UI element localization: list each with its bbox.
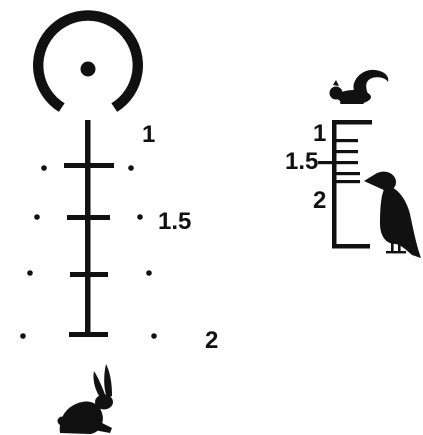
rangefinder-tick (318, 161, 358, 164)
squirrel-icon (330, 70, 389, 104)
windage-dot (128, 165, 134, 171)
reticle-label-1-5: 1.5 (158, 208, 191, 235)
rangefinder-label-1-5: 1.5 (285, 148, 318, 175)
hash-mark-1 (64, 163, 114, 168)
reticle: 1 1.5 2 (20, 10, 218, 354)
rangefinder: 1 1.5 2 (285, 120, 372, 249)
rangefinder-label-1: 1 (313, 120, 326, 147)
rangefinder-bottom-bracket (332, 244, 370, 249)
crow-icon (364, 172, 421, 258)
windage-dot (41, 165, 47, 171)
rangefinder-tick (332, 172, 360, 175)
rangefinder-tick (332, 180, 360, 183)
windage-dot (27, 270, 33, 276)
reticle-label-1: 1 (142, 121, 155, 148)
rangefinder-tick (332, 150, 358, 153)
rabbit-icon (58, 364, 114, 434)
windage-dot (20, 333, 26, 339)
windage-dot (151, 333, 157, 339)
windage-dot (146, 270, 152, 276)
horseshoe-ring (33, 10, 143, 112)
center-dot (81, 62, 96, 77)
vertical-post (85, 120, 91, 336)
hash-mark-3 (70, 272, 108, 277)
windage-dot (34, 214, 40, 220)
post-end-cap (69, 332, 108, 337)
rangefinder-label-2: 2 (313, 187, 326, 214)
rangefinder-top-bracket (332, 120, 372, 125)
rangefinder-tick (332, 139, 358, 142)
reticle-label-2: 2 (205, 327, 218, 354)
windage-dot (137, 214, 143, 220)
hash-mark-2 (67, 215, 110, 220)
